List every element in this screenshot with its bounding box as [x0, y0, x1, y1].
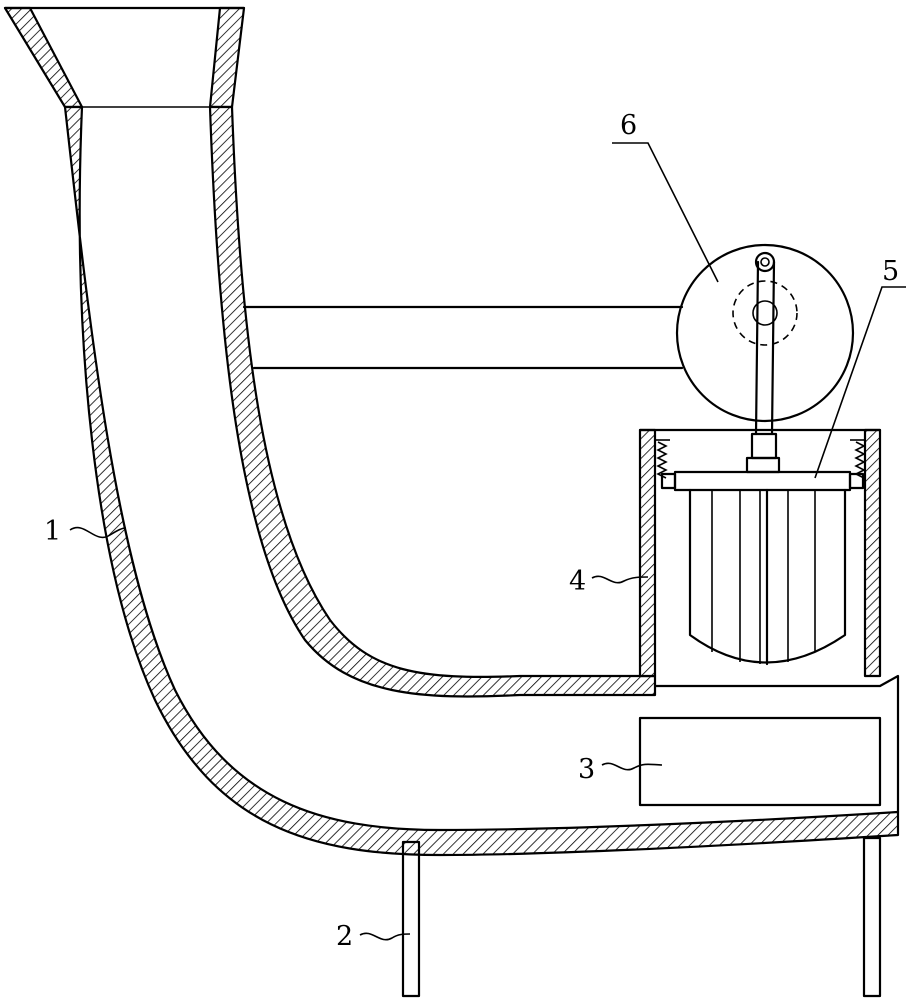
box-3	[638, 716, 882, 807]
crank-pin-inner	[760, 257, 770, 267]
leader-4	[591, 575, 649, 584]
coupling-upper	[750, 432, 778, 460]
right-leg	[862, 836, 882, 998]
housing-left-wall	[638, 428, 657, 678]
left-spring	[656, 441, 668, 479]
chute-outlet-end	[653, 674, 900, 814]
chute-inner-wall	[208, 105, 657, 698]
plate-left-end	[660, 472, 677, 490]
label-3: 3	[578, 754, 595, 785]
leader-1	[69, 526, 127, 539]
support-legs	[401, 836, 882, 998]
chute-assembly	[3, 6, 900, 857]
label-5: 5	[882, 256, 899, 287]
plate-right-end	[848, 472, 865, 490]
plate	[673, 470, 852, 492]
mechanism-5	[656, 432, 866, 666]
housing-right-wall	[863, 428, 882, 678]
left-leg	[401, 840, 421, 998]
crank-rod	[754, 260, 776, 436]
right-spring	[854, 441, 866, 479]
disc-hub	[752, 300, 778, 326]
leader-5	[814, 286, 906, 479]
leader-3	[601, 762, 663, 771]
leader-6	[612, 142, 719, 283]
label-4: 4	[569, 566, 586, 597]
coupling-lower	[745, 456, 781, 474]
funnel-right-wall	[208, 6, 246, 109]
leader-2	[359, 932, 411, 941]
label-1: 1	[44, 516, 61, 547]
leader-lines	[69, 142, 906, 941]
motor-6	[242, 243, 855, 436]
disc-hub-dashed	[732, 280, 798, 346]
housing-4	[638, 428, 882, 678]
chute-outer-wall	[63, 105, 900, 857]
disc	[675, 243, 855, 423]
label-6: 6	[620, 110, 637, 141]
crank-pin	[754, 251, 776, 273]
funnel-left-wall	[3, 6, 84, 109]
label-2: 2	[336, 921, 353, 952]
